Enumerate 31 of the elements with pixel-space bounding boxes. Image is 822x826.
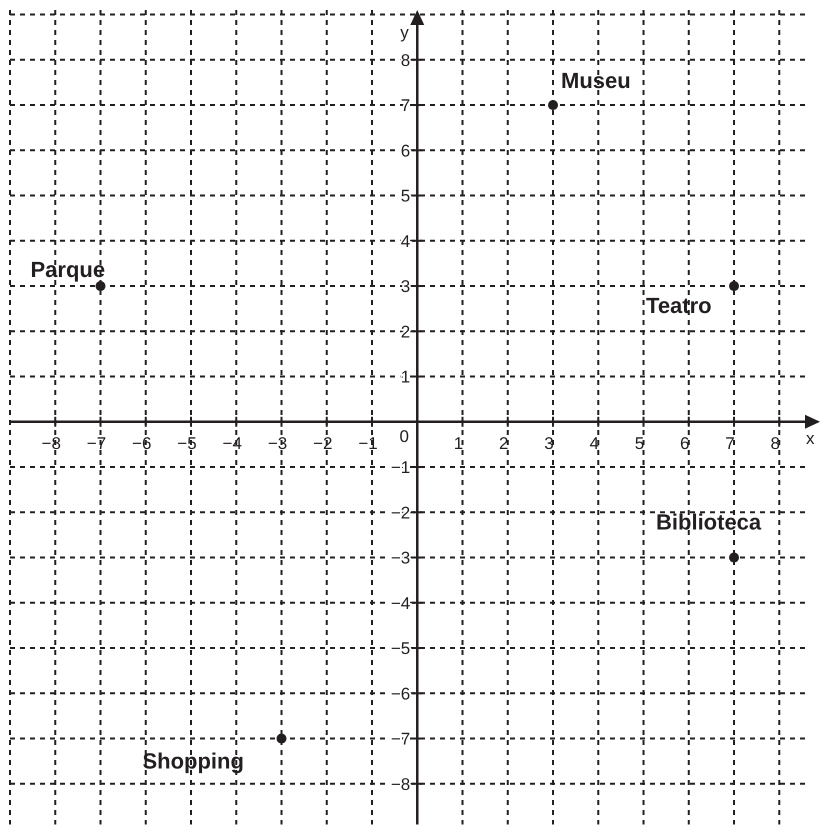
tick-label: −6 <box>132 434 152 453</box>
tick-label: −3 <box>390 548 410 568</box>
tick-label: 4 <box>590 434 599 453</box>
tick-label: 2 <box>400 322 410 342</box>
tick-label: 6 <box>680 434 690 453</box>
tick-label: −8 <box>42 434 61 453</box>
tick-label: 4 <box>400 232 410 251</box>
point-label: Parque <box>30 257 106 282</box>
tick-label: 2 <box>499 434 508 453</box>
tick-label: 8 <box>400 50 410 70</box>
tick-label: 7 <box>725 434 735 453</box>
tick-label: 3 <box>544 434 554 453</box>
tick-label: 1 <box>454 434 464 453</box>
tick-label: −7 <box>86 434 106 453</box>
axis-label: x <box>806 428 814 448</box>
point-label: Shopping <box>142 748 244 774</box>
tick-label: −1 <box>390 458 410 478</box>
origin-label: 0 <box>400 426 409 446</box>
tick-label: 8 <box>770 434 780 453</box>
tick-label: 5 <box>634 434 644 453</box>
tick-label: −2 <box>313 434 332 453</box>
tick-label: −7 <box>390 730 410 749</box>
point-label: Museu <box>561 68 631 94</box>
tick-label: 3 <box>400 277 410 296</box>
tick-label: −2 <box>390 503 410 522</box>
point-label: Biblioteca <box>656 510 762 535</box>
tick-label: 7 <box>400 96 410 116</box>
tick-label: −3 <box>268 434 288 453</box>
axis-label: y <box>400 23 409 42</box>
point-label: Teatro <box>646 293 712 318</box>
tick-label: 1 <box>400 368 410 387</box>
